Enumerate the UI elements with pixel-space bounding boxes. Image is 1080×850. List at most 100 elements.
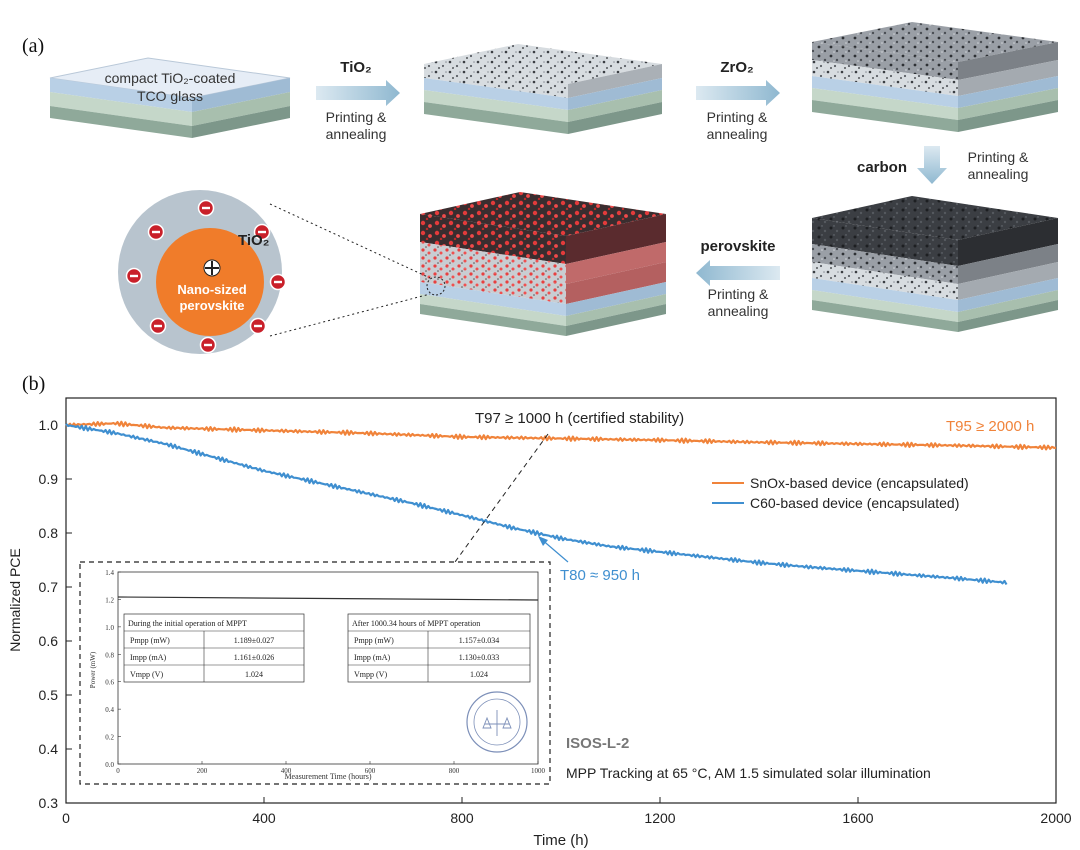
y-tick-label: 0.3 [39,795,59,811]
inset-table-after: After 1000.34 hours of MPPT operation Pm… [347,613,531,683]
nano-perovskite-zoom [118,190,287,354]
annotation-t97-connector [454,433,549,563]
inset-table-initial-title: During the initial operation of MPPT [128,619,247,628]
arrow4-material: perovskite [700,238,775,255]
inset-right-param-1: Impp (mA) [354,653,391,662]
inset-plot-frame [117,571,539,765]
inset-x-tick-label: 600 [365,767,376,775]
legend: SnOx-based device (encapsulated) C60-bas… [712,475,969,511]
stack-tco-label-2: TCO glass [137,88,203,104]
panel-b-chart: (b) 0.3 0.4 0.5 0.6 0.7 0.8 0.9 1.0 0 400 800 1200… [7,373,1072,849]
inset-left-value-0: 1.189±0.027 [234,636,274,645]
inset-left-value-1: 1.161±0.026 [234,653,274,662]
inset-y-tick-label: 1.2 [105,596,114,604]
arrow4-process-2: annealing [708,303,769,319]
inset-y-tick-label: 1.0 [105,624,114,632]
x-tick-label: 1200 [644,810,675,826]
inset-x-tick-label: 200 [197,767,208,775]
y-tick-label: 0.7 [39,579,59,595]
inset-y-tick-label: 0.4 [105,706,114,714]
inset-x-ticks: 0 200 400 600 800 1000 [116,761,546,775]
protocol-label: ISOS-L-2 [566,735,629,752]
y-tick-label: 0.6 [39,633,59,649]
arrow1-material: TiO₂ [340,59,371,76]
zoom-line-bottom [269,293,431,337]
circle-nano-label-1: Nano-sized [177,282,246,297]
inset-left-param-0: Pmpp (mW) [130,636,170,645]
x-tick-label: 2000 [1040,810,1071,826]
inset-y-tick-label: 0.0 [105,761,114,769]
process-arrow-4 [696,260,780,286]
series-layer [65,420,1057,586]
y-axis-ticks: 0.3 0.4 0.5 0.6 0.7 0.8 0.9 1.0 [39,417,72,811]
inset-left-param-2: Vmpp (V) [130,670,163,679]
x-tick-label: 0 [62,810,70,826]
certification-seal-icon [466,691,528,753]
series-line-1 [65,423,1008,586]
stack-tco-glass [49,57,291,138]
inset-table-initial: During the initial operation of MPPT Pmp… [123,613,305,683]
arrow3-process-2: annealing [968,166,1029,182]
y-tick-label: 0.4 [39,741,59,757]
x-axis-ticks: 0 400 800 1200 1600 2000 [62,797,1072,826]
process-arrow-2 [696,80,780,106]
stack-tio2-layer [424,44,662,134]
zoom-marker [426,276,446,296]
panel-b-label: (b) [22,373,45,395]
process-arrow-1 [316,80,400,106]
inset-right-value-0: 1.157±0.034 [459,636,499,645]
inset-x-label: Measurement Time (hours) [284,772,371,781]
y-tick-label: 0.9 [39,471,59,487]
plot-frame [65,397,1057,804]
inset-x-tick-label: 0 [116,767,120,775]
x-tick-label: 800 [450,810,474,826]
process-arrow-3 [917,146,947,184]
series-line-0 [65,420,1057,451]
x-tick-label: 400 [252,810,276,826]
arrow3-material: carbon [857,159,907,176]
inset-y-tick-label: 0.6 [105,679,114,687]
y-tick-label: 0.8 [39,525,59,541]
annotation-t97: T97 ≥ 1000 h (certified stability) [475,410,684,427]
inset-y-ticks: 1.41.21.00.80.60.40.20.0 [105,569,121,769]
inset-right-param-2: Vmpp (V) [354,670,387,679]
arrow2-process-1: Printing & [707,109,768,125]
arrow2-material: ZrO₂ [720,59,753,76]
arrow2-process-2: annealing [707,126,768,142]
inset-power-trace [117,596,539,601]
legend-label-snox: SnOx-based device (encapsulated) [750,475,969,491]
y-tick-label: 1.0 [39,417,59,433]
arrow3-process-1: Printing & [968,149,1029,165]
inset-x-tick-label: 800 [449,767,460,775]
inset-right-value-2: 1.024 [470,670,488,679]
x-tick-label: 1600 [842,810,873,826]
stack-tco-label-1: compact TiO₂-coated [105,70,236,86]
arrow1-process-2: annealing [326,126,387,142]
inset-left-param-1: Impp (mA) [130,653,167,662]
legend-label-c60: C60-based device (encapsulated) [750,495,959,511]
charge-markers [125,199,287,354]
conditions-label: MPP Tracking at 65 °C, AM 1.5 simulated … [566,765,931,781]
stack-carbon-layer [812,196,1058,332]
panel-a-label: (a) [22,35,44,57]
inset-y-tick-label: 0.2 [105,734,114,742]
y-axis-label: Normalized PCE [7,548,23,651]
inset-table-after-title: After 1000.34 hours of MPPT operation [352,619,480,628]
stack-zro2-layer [812,22,1058,132]
stack-perovskite-infiltrated [420,192,666,336]
panel-a-schematic: (a) compact TiO₂-coated TCO glass TiO₂ P… [22,22,1058,354]
inset-left-value-2: 1.024 [245,670,263,679]
annotation-t80-arrowhead [538,536,548,546]
arrow4-process-1: Printing & [708,286,769,302]
circle-nano-label-2: perovskite [179,298,244,313]
y-tick-label: 0.5 [39,687,59,703]
inset-y-label: Power (mW) [89,651,97,688]
circle-tio2-label: TiO₂ [238,232,269,249]
inset-x-tick-label: 1000 [531,767,546,775]
arrow1-process-1: Printing & [326,109,387,125]
inset-x-tick-label: 400 [281,767,292,775]
x-axis-label: Time (h) [533,832,588,849]
annotation-t95: T95 ≥ 2000 h [946,418,1034,435]
inset-right-param-0: Pmpp (mW) [354,636,394,645]
